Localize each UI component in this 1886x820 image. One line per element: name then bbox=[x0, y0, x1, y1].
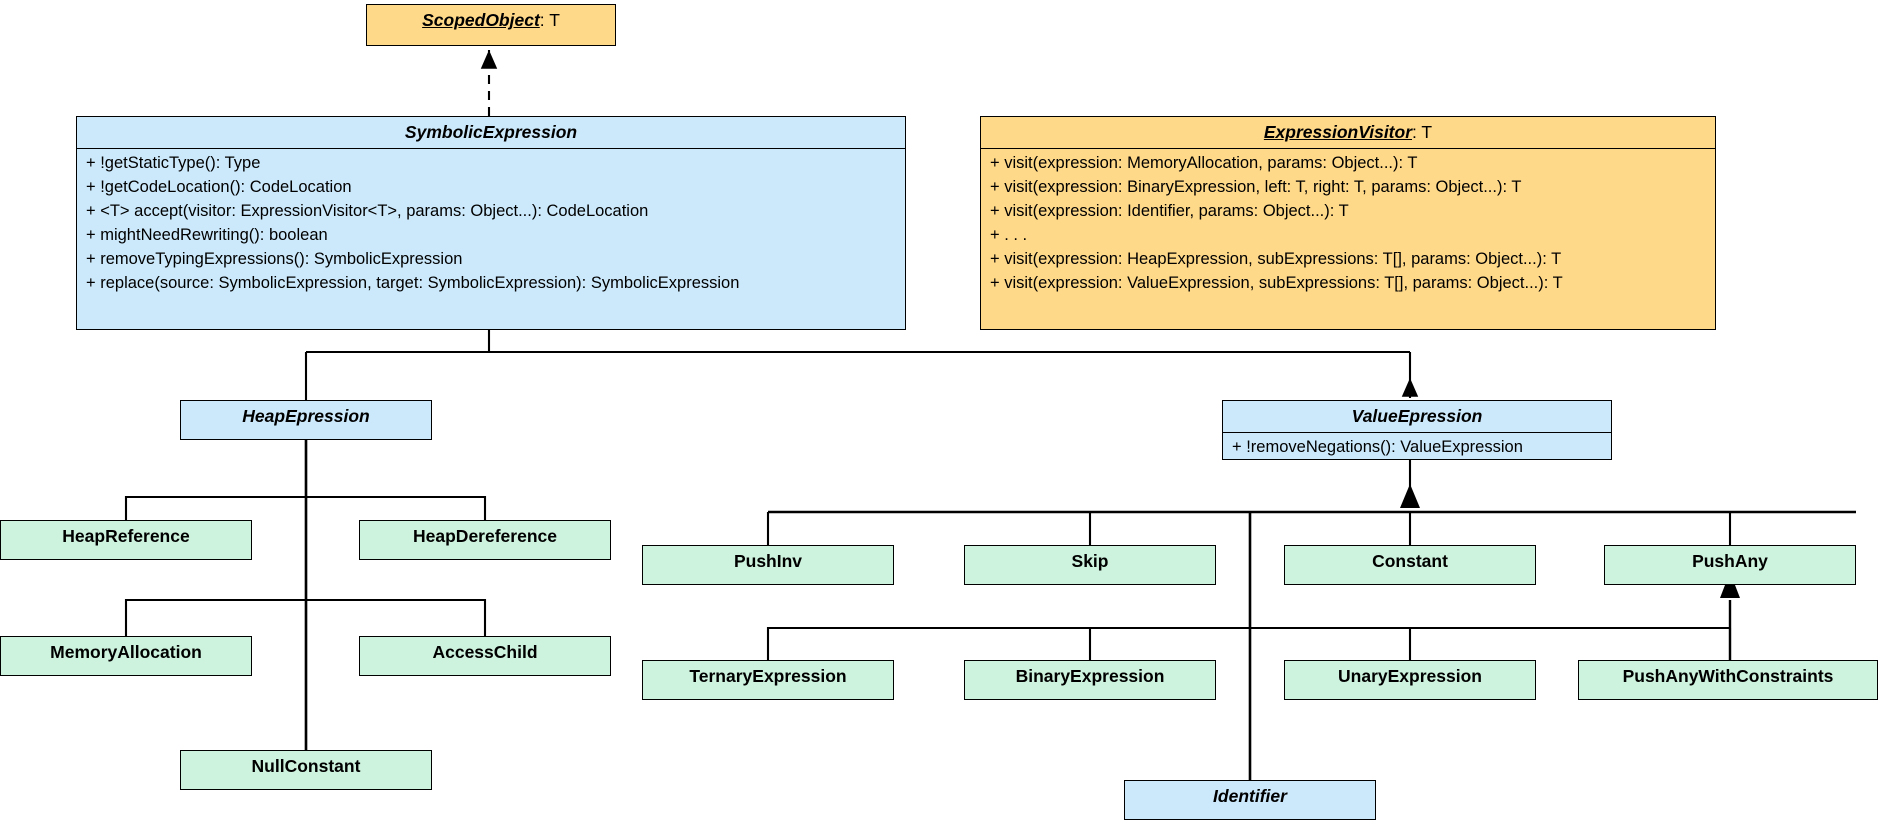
class-heap-dereference[interactable]: HeapDereference bbox=[359, 520, 611, 560]
class-name: HeapEpression bbox=[242, 406, 370, 426]
member-row: + visit(expression: ValueExpression, sub… bbox=[990, 273, 1563, 292]
class-name: AccessChild bbox=[432, 642, 538, 662]
class-binary-expression[interactable]: BinaryExpression bbox=[964, 660, 1216, 700]
member-row: + removeTypingExpressions(): SymbolicExp… bbox=[86, 249, 463, 268]
member-row: + visit(expression: MemoryAllocation, pa… bbox=[990, 154, 1418, 173]
class-title: HeapEpression bbox=[181, 401, 431, 432]
member-row: + !getCodeLocation(): CodeLocation bbox=[86, 178, 352, 197]
class-name: ValueEpression bbox=[1351, 406, 1483, 426]
class-symbolic-expression[interactable]: SymbolicExpression + !getStaticType(): T… bbox=[76, 116, 906, 330]
class-type-param: : T bbox=[1412, 122, 1433, 142]
class-name: TernaryExpression bbox=[689, 666, 847, 686]
class-name: ScopedObject bbox=[422, 10, 540, 30]
class-name: SymbolicExpression bbox=[404, 122, 578, 142]
class-name: Skip bbox=[1071, 551, 1109, 571]
class-title: Identifier bbox=[1125, 781, 1375, 812]
member-row: + <T> accept(visitor: ExpressionVisitor<… bbox=[86, 201, 649, 220]
class-name: UnaryExpression bbox=[1338, 666, 1482, 686]
class-value-expression[interactable]: ValueEpression + !removeNegations(): Val… bbox=[1222, 400, 1612, 460]
member-row: + . . . bbox=[990, 225, 1028, 244]
class-push-inv[interactable]: PushInv bbox=[642, 545, 894, 585]
members-compartment: + !removeNegations(): ValueExpression bbox=[1223, 433, 1611, 464]
class-name: Constant bbox=[1372, 551, 1448, 571]
class-title: ExpressionVisitor: T bbox=[981, 117, 1715, 150]
class-push-any[interactable]: PushAny bbox=[1604, 545, 1856, 585]
class-null-constant[interactable]: NullConstant bbox=[180, 750, 432, 790]
member-row: + visit(expression: BinaryExpression, le… bbox=[990, 178, 1522, 197]
class-type-param: : T bbox=[539, 10, 560, 30]
member-row: + !removeNegations(): ValueExpression bbox=[1232, 438, 1523, 457]
class-title: SymbolicExpression bbox=[77, 117, 905, 150]
member-row: + mightNeedRewriting(): boolean bbox=[86, 225, 328, 244]
class-access-child[interactable]: AccessChild bbox=[359, 636, 611, 676]
class-name: PushAny bbox=[1692, 551, 1768, 571]
class-memory-allocation[interactable]: MemoryAllocation bbox=[0, 636, 252, 676]
class-heap-reference[interactable]: HeapReference bbox=[0, 520, 252, 560]
class-ternary-expression[interactable]: TernaryExpression bbox=[642, 660, 894, 700]
class-constant[interactable]: Constant bbox=[1284, 545, 1536, 585]
class-title: ValueEpression bbox=[1223, 401, 1611, 434]
members-compartment: + !getStaticType(): Type + !getCodeLocat… bbox=[77, 149, 905, 300]
members-compartment: + visit(expression: MemoryAllocation, pa… bbox=[981, 149, 1715, 300]
class-identifier[interactable]: Identifier bbox=[1124, 780, 1376, 820]
class-expression-visitor[interactable]: ExpressionVisitor: T + visit(expression:… bbox=[980, 116, 1716, 330]
class-skip[interactable]: Skip bbox=[964, 545, 1216, 585]
class-name: PushAnyWithConstraints bbox=[1622, 666, 1834, 686]
class-name: NullConstant bbox=[251, 756, 361, 776]
class-unary-expression[interactable]: UnaryExpression bbox=[1284, 660, 1536, 700]
class-heap-expression[interactable]: HeapEpression bbox=[180, 400, 432, 440]
member-row: + !getStaticType(): Type bbox=[86, 154, 261, 173]
class-name: HeapReference bbox=[62, 526, 190, 546]
class-name: MemoryAllocation bbox=[50, 642, 202, 662]
class-name: PushInv bbox=[733, 551, 803, 571]
member-row: + visit(expression: Identifier, params: … bbox=[990, 201, 1349, 220]
class-push-any-with-constraints[interactable]: PushAnyWithConstraints bbox=[1578, 660, 1878, 700]
class-name: BinaryExpression bbox=[1015, 666, 1165, 686]
member-row: + replace(source: SymbolicExpression, ta… bbox=[86, 273, 740, 292]
class-name: Identifier bbox=[1213, 786, 1287, 806]
class-name: HeapDereference bbox=[413, 526, 557, 546]
class-name: ExpressionVisitor bbox=[1263, 122, 1413, 142]
class-title: ScopedObject: T bbox=[367, 5, 615, 36]
arrow-value-hierarchy bbox=[1400, 484, 1420, 508]
class-scoped-object[interactable]: ScopedObject: T bbox=[366, 4, 616, 46]
member-row: + visit(expression: HeapExpression, subE… bbox=[990, 249, 1562, 268]
